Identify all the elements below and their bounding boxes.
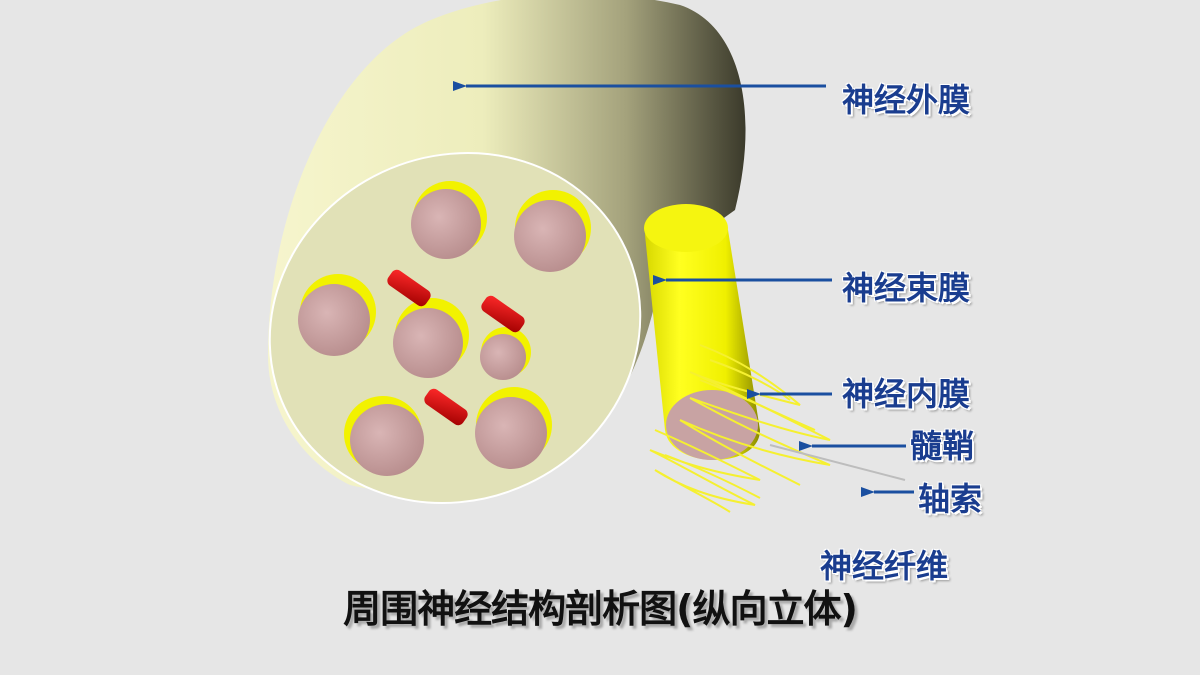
endoneurium-cut: [666, 390, 758, 460]
myelin-strands: [649, 344, 831, 513]
label-myelin-sheath: 髓鞘: [910, 427, 975, 465]
fascicle: [475, 387, 552, 469]
label-perineurium: 神经束膜: [842, 269, 971, 307]
fascicle: [393, 298, 469, 378]
blood-vessel: [424, 388, 468, 426]
fascicle: [480, 327, 531, 380]
blood-vessel: [481, 295, 525, 333]
label-endoneurium: 神经内膜: [842, 375, 971, 413]
axon-guide-line: [769, 444, 906, 481]
label-epineurium: 神经外膜: [842, 81, 971, 119]
fascicle: [298, 274, 376, 356]
label-axon: 轴索: [918, 480, 983, 518]
pointer-arrows: [453, 81, 914, 497]
blood-vessel: [387, 269, 431, 307]
label-nerve-fiber: 神经纤维: [820, 547, 949, 585]
perineurium-tube: [644, 204, 760, 460]
fascicles: [298, 181, 591, 476]
blood-vessels: [387, 269, 525, 426]
perineurium-top: [644, 204, 728, 252]
fascicle: [514, 190, 591, 272]
diagram-title: 周围神经结构剖析图(纵向立体): [343, 587, 858, 631]
fascicle: [411, 181, 487, 259]
fascicle: [344, 396, 424, 476]
